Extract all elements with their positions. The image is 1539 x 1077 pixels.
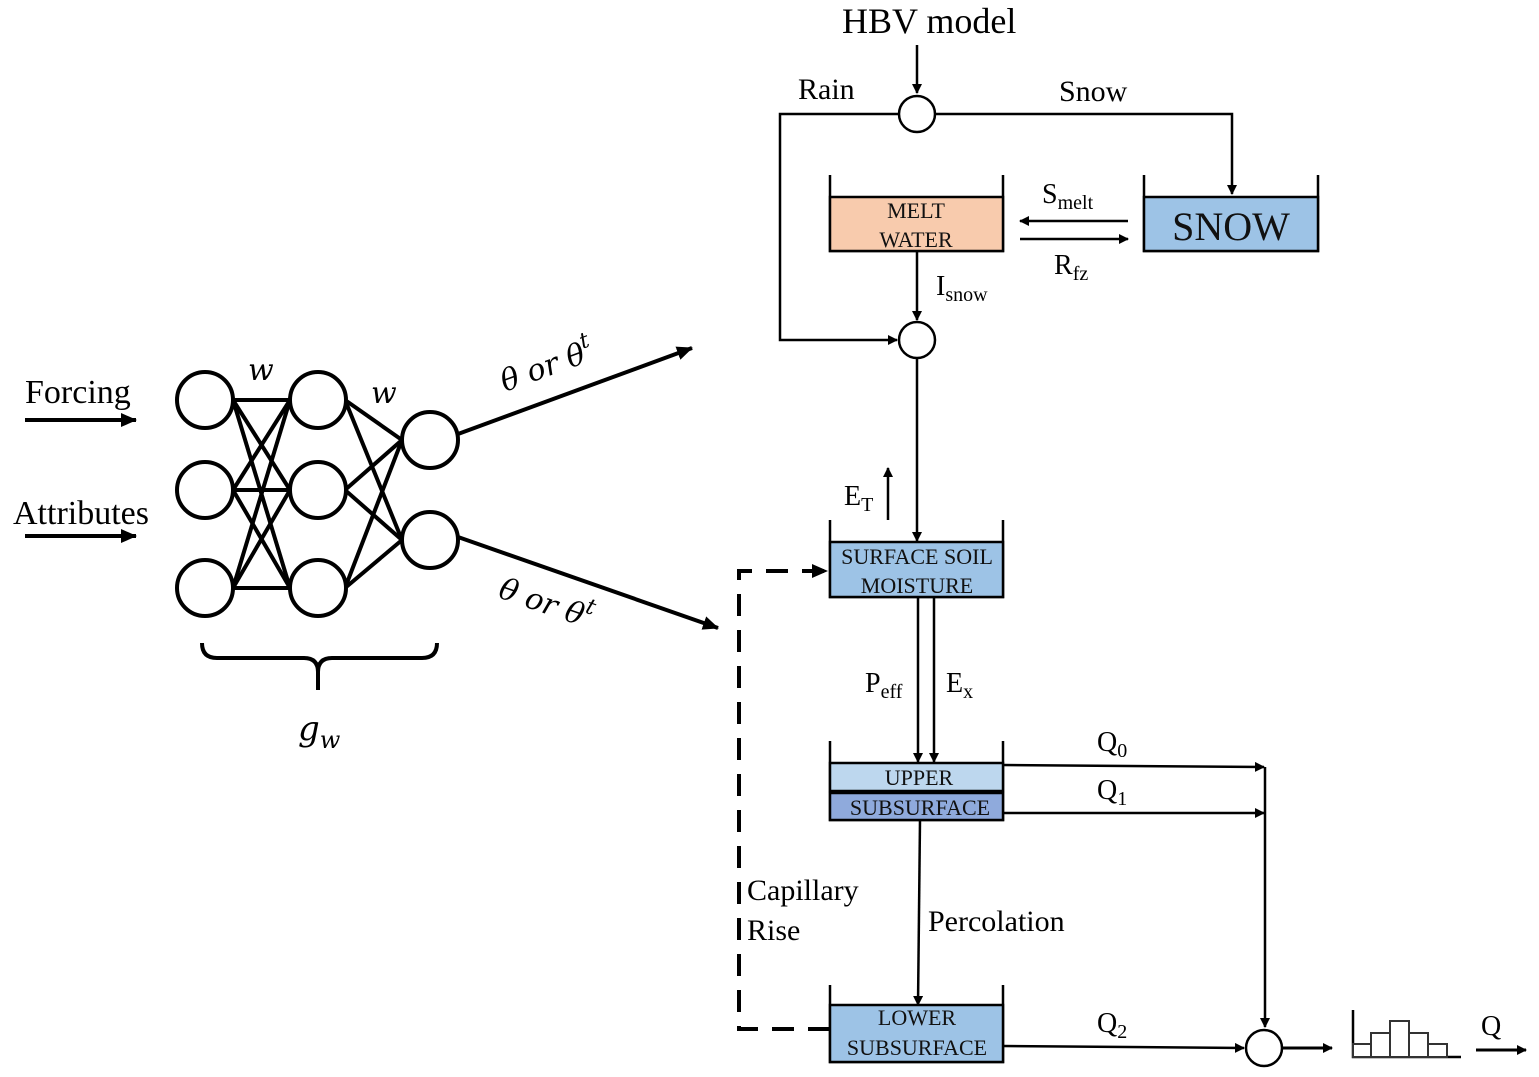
nn-hidden-node	[288, 558, 348, 618]
melt-water-label: MELT	[887, 198, 945, 223]
upper-fill	[828, 761, 1005, 793]
upper-subsurface-store: UPPER SUBSURFACE	[828, 741, 1005, 822]
q0-arrow	[1002, 761, 1265, 772]
theta-label-lower: θ or θt	[494, 566, 599, 636]
parameter-arrow-upper	[457, 346, 693, 436]
melt-water-store: MELT WATER	[828, 175, 1005, 253]
hbv-model: HBV model Rain Snow MELT WATER SNOW Smel…	[737, 1, 1527, 1068]
smelt-label: Smelt	[1042, 179, 1094, 214]
rain-path	[778, 112, 899, 345]
nn-connections	[231, 398, 404, 590]
q0-label: Q0	[1097, 727, 1127, 762]
parameter-arrow-lower	[457, 535, 719, 630]
capillary-label-line1: Capillary	[747, 874, 859, 907]
capillary-arrowhead	[812, 564, 828, 578]
gw-brace	[200, 642, 439, 690]
q1-label: Q1	[1097, 775, 1127, 810]
hydrograph-icon	[1351, 1010, 1461, 1059]
q2-arrow	[1002, 1042, 1245, 1053]
lower-label: SUBSURFACE	[847, 1035, 987, 1060]
melt-water-fill	[828, 195, 1005, 253]
precip-split-node	[897, 94, 937, 134]
snow-path	[935, 112, 1237, 195]
neural-network: Forcing Attributes	[13, 328, 719, 754]
nn-hidden-node	[288, 370, 348, 430]
nn-input-node	[175, 558, 235, 618]
snow-fill	[1142, 195, 1320, 253]
nn-output-node	[400, 410, 460, 470]
snow-label: Snow	[1059, 75, 1128, 108]
subsurface-fill	[828, 791, 1005, 822]
lower-label: LOWER	[878, 1005, 957, 1030]
lower-fill	[828, 1003, 1005, 1064]
snow-store: SNOW	[1142, 175, 1320, 253]
infiltration-node	[897, 320, 937, 360]
nn-output-node	[400, 510, 460, 570]
rfz-label: Rfz	[1054, 250, 1088, 285]
peff-label: Peff	[865, 668, 903, 703]
routing-node	[1244, 1028, 1284, 1068]
nn-hidden-node	[288, 460, 348, 520]
rain-label: Rain	[798, 73, 855, 106]
q-output-label: Q	[1481, 1011, 1501, 1042]
et-label: ET	[844, 481, 873, 516]
surface-soil-label: SURFACE SOIL	[841, 544, 993, 569]
percolation-arrow	[913, 819, 924, 1006]
surface-soil-moisture-store: SURFACE SOIL MOISTURE	[828, 520, 1005, 599]
isnow-label: Isnow	[936, 271, 988, 306]
percolation-label: Percolation	[928, 905, 1065, 938]
upper-label: UPPER	[885, 765, 954, 790]
capillary-rise-path	[737, 569, 830, 1031]
nn-input-node	[175, 370, 235, 430]
surface-soil-fill	[828, 540, 1005, 599]
hbv-title: HBV model	[842, 1, 1016, 41]
attributes-label: Attributes	[13, 495, 149, 532]
capillary-label-line2: Rise	[747, 914, 800, 947]
snow-store-label: SNOW	[1172, 204, 1290, 249]
weight-label: w	[248, 353, 274, 388]
subsurface-label: SUBSURFACE	[850, 795, 990, 820]
lower-subsurface-store: LOWER SUBSURFACE	[828, 985, 1005, 1064]
forcing-label: Forcing	[25, 374, 131, 411]
gw-label: gw	[298, 709, 341, 754]
q2-label: Q2	[1097, 1008, 1127, 1043]
surface-soil-label: MOISTURE	[861, 573, 973, 598]
nn-input-node	[175, 460, 235, 520]
melt-water-label: WATER	[879, 227, 953, 252]
ex-label: Ex	[946, 668, 973, 703]
weight-label: w	[371, 376, 397, 411]
